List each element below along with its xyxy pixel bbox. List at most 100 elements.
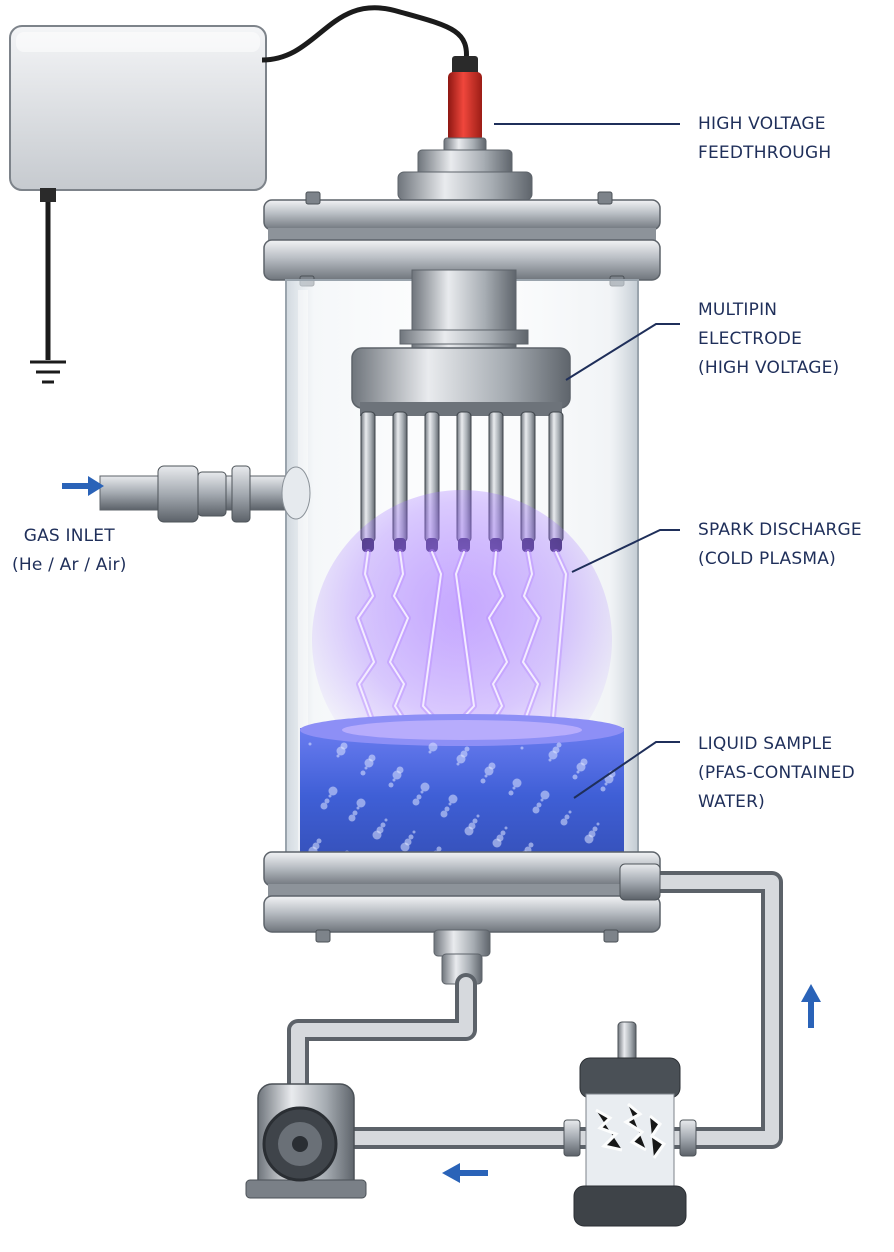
bottom-flange: [263, 851, 661, 985]
bubble: [416, 794, 422, 800]
spark-bolt: [521, 551, 540, 729]
bubble: [460, 750, 468, 758]
bubble: [576, 770, 580, 774]
bubble: [604, 782, 608, 786]
spark-bolt: [453, 551, 475, 729]
bubble: [568, 810, 572, 814]
bubble: [360, 770, 366, 776]
spark-discharge: [312, 490, 612, 790]
spark-bolt: [551, 551, 567, 729]
bubble: [364, 766, 368, 770]
bubble: [336, 754, 340, 758]
bubble: [428, 742, 438, 752]
bubble: [444, 806, 450, 812]
bubble: [596, 822, 600, 826]
spark-bolt: [487, 551, 508, 729]
bubble: [396, 766, 404, 774]
bubble: [436, 846, 442, 852]
bubble: [564, 814, 570, 820]
gas-flow-arrow: [62, 476, 104, 496]
bubble: [496, 834, 504, 842]
bubble: [308, 742, 312, 746]
label-feedthrough: HIGH VOLTAGE FEEDTHROUGH: [698, 114, 832, 163]
bubble: [556, 742, 562, 748]
bubble: [468, 822, 476, 830]
bubble: [540, 790, 550, 800]
bubble: [368, 754, 376, 762]
filter-cartridge-icon: [573, 1021, 687, 1227]
power-supply-icon: [9, 5, 469, 360]
bubble: [580, 758, 588, 766]
bubble: [384, 818, 388, 822]
bubble: [348, 814, 356, 822]
pump-icon: [245, 1083, 367, 1199]
bubble: [500, 830, 506, 836]
bubble: [328, 786, 338, 796]
bubble: [356, 798, 366, 808]
bubble: [480, 778, 486, 784]
bubble: [508, 790, 514, 796]
bubble: [404, 838, 412, 846]
bubble: [376, 826, 384, 834]
bubble: [504, 826, 508, 830]
bubble: [388, 782, 394, 788]
top-flange: [263, 191, 661, 289]
bubble: [320, 802, 328, 810]
bubble: [540, 798, 544, 802]
liquid-sample: [300, 714, 624, 864]
bubble: [552, 746, 560, 754]
bubble: [324, 798, 330, 804]
bubble: [448, 802, 452, 806]
label-spark-discharge: SPARK DISCHARGE (COLD PLASMA): [698, 520, 862, 569]
bubble: [412, 798, 420, 806]
bubble: [316, 838, 322, 844]
bubble: [548, 758, 552, 762]
bubble: [476, 814, 480, 818]
label-multipin-electrode: MULTIPIN ELECTRODE (HIGH VOLTAGE): [698, 300, 840, 378]
hv-feedthrough: [397, 56, 533, 201]
bubble: [420, 782, 430, 792]
label-gas-inlet: GAS INLET (He / Ar / Air): [12, 526, 127, 575]
flow-arrows: [62, 476, 821, 1183]
recirculation-loop: [287, 863, 783, 1157]
bubble: [456, 762, 460, 766]
bubble: [440, 810, 448, 818]
bubble: [484, 774, 488, 778]
bubble: [512, 778, 522, 788]
bubble: [536, 802, 542, 808]
bubble: [448, 794, 458, 804]
bubble: [488, 762, 496, 770]
bubble: [352, 810, 358, 816]
return-flow-arrow-left: [442, 1163, 488, 1183]
bubble: [380, 822, 386, 828]
bubble: [592, 826, 598, 832]
spark-bolt: [357, 551, 376, 729]
bubble: [520, 746, 524, 750]
bubble: [472, 818, 478, 824]
bubble: [600, 786, 606, 792]
bubble: [572, 774, 578, 780]
bubble: [428, 750, 432, 754]
gas-inlet-pipe: [99, 465, 311, 523]
bubble: [528, 842, 534, 848]
bubble: [312, 842, 320, 850]
bubble: [512, 786, 516, 790]
bubble: [532, 806, 540, 814]
bubble: [392, 778, 396, 782]
bubble: [408, 834, 414, 840]
bubble: [328, 794, 332, 798]
bubble: [340, 742, 348, 750]
multipin-electrode: [351, 269, 571, 552]
label-liquid-sample: LIQUID SAMPLE (PFAS-CONTAINED WATER): [698, 734, 855, 812]
leader-lines: [494, 123, 680, 799]
bubble: [356, 806, 360, 810]
spark-bolt: [422, 551, 444, 729]
bubble: [420, 790, 424, 794]
bubble: [412, 830, 416, 834]
spark-bolt: [389, 551, 410, 729]
bubble: [464, 746, 470, 752]
return-flow-arrow-up: [801, 984, 821, 1028]
ground-icon: [30, 360, 66, 384]
